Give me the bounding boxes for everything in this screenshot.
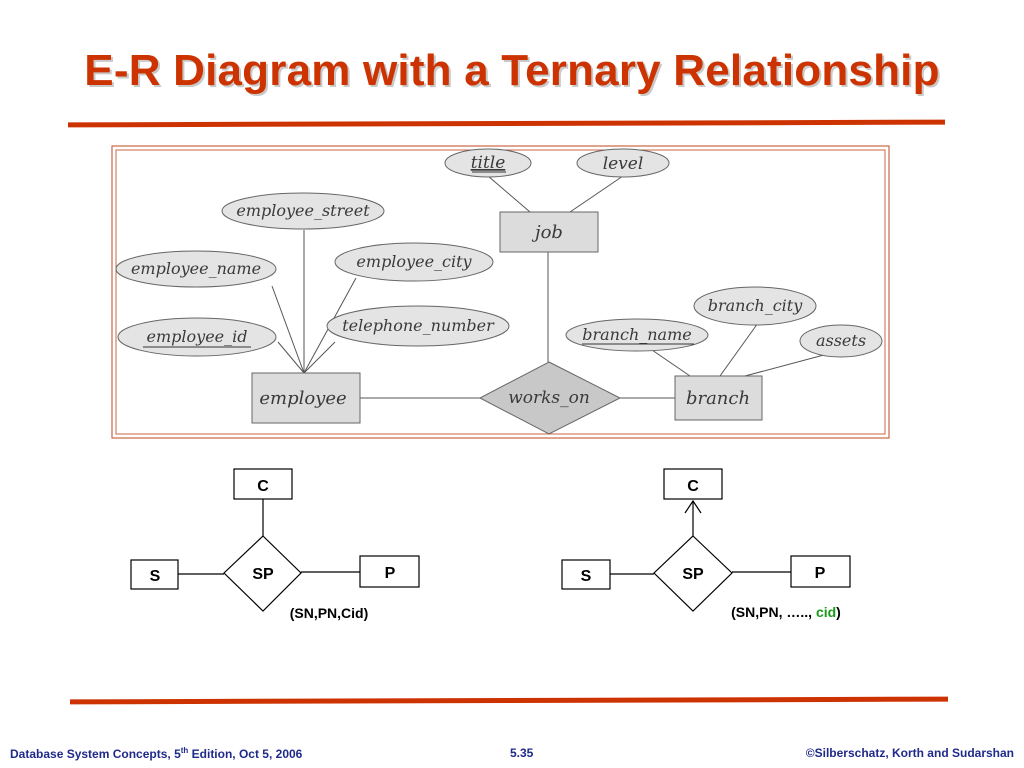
- attribute-title: title: [444, 148, 532, 178]
- attribute-telephone-number: telephone_number: [326, 305, 510, 347]
- entity-job-label: job: [531, 222, 563, 243]
- right-relationship-sp: SP: [653, 535, 733, 612]
- relationship-works-on-label: works_on: [508, 388, 590, 408]
- entity-branch-label: branch: [686, 388, 750, 409]
- left-relationship-sp-label: SP: [252, 566, 274, 583]
- er-diagram: job employee branch works_on title level…: [111, 145, 890, 439]
- attribute-branch-name: branch_name: [565, 318, 709, 352]
- attribute-employee-city: employee_city: [334, 242, 494, 282]
- attribute-title-label: title: [471, 153, 506, 173]
- right-box-p-label: P: [815, 565, 826, 582]
- slide-title: E-R Diagram with a Ternary Relationship: [84, 46, 940, 95]
- right-key-highlight: cid: [816, 604, 836, 620]
- entity-employee-label: employee: [259, 388, 346, 409]
- left-key-label: (SN,PN,Cid): [290, 605, 369, 621]
- attribute-level: level: [576, 148, 670, 178]
- attribute-assets: assets: [799, 324, 883, 358]
- left-box-p-label: P: [385, 565, 396, 582]
- er-connectors: [271, 175, 836, 399]
- right-key-suffix: ): [836, 604, 841, 620]
- attribute-employee-id: employee_id: [117, 317, 277, 357]
- left-box-p: P: [359, 555, 420, 588]
- left-box-c-label: C: [257, 478, 269, 495]
- attribute-branch-city-label: branch_city: [708, 296, 804, 315]
- attribute-employee-name: employee_name: [115, 250, 277, 288]
- attribute-employee-id-label: employee_id: [147, 327, 248, 346]
- relationship-works-on: works_on: [478, 361, 622, 435]
- footer-page-number: 5.35: [510, 746, 534, 760]
- right-diagram: C S P SP (SN,PN, ….., cid): [561, 468, 851, 620]
- left-diagram: C S P SP (SN,PN,Cid): [130, 468, 420, 621]
- right-arrowhead: [684, 499, 702, 514]
- footer-book-info: Database System Concepts, 5th Edition, O…: [10, 746, 302, 761]
- attribute-assets-label: assets: [816, 331, 866, 350]
- attribute-employee-street: employee_street: [221, 192, 385, 230]
- right-box-s: S: [561, 559, 611, 590]
- attribute-telephone-number-label: telephone_number: [342, 316, 495, 335]
- attribute-employee-city-label: employee_city: [356, 252, 472, 271]
- attribute-employee-street-label: employee_street: [236, 201, 370, 220]
- attribute-level-label: level: [603, 154, 644, 174]
- attribute-employee-name-label: employee_name: [131, 259, 261, 278]
- footer-book-rest: Edition, Oct 5, 2006: [188, 747, 303, 761]
- right-key-prefix: (SN,PN, …..,: [731, 604, 816, 620]
- left-box-s: S: [130, 559, 179, 590]
- left-box-c: C: [233, 468, 293, 500]
- footer-copyright: ©Silberschatz, Korth and Sudarshan: [805, 746, 1014, 760]
- right-key-label: (SN,PN, ….., cid): [731, 604, 841, 620]
- entity-job: job: [499, 211, 599, 253]
- footer-book: Database System Concepts, 5: [10, 747, 181, 761]
- attribute-branch-city: branch_city: [693, 286, 817, 326]
- footer-book-sup: th: [180, 746, 189, 755]
- right-relationship-sp-label: SP: [682, 566, 704, 583]
- entity-branch: branch: [674, 375, 763, 421]
- right-box-c-label: C: [687, 478, 699, 495]
- right-box-c: C: [663, 468, 723, 500]
- attribute-branch-name-label: branch_name: [582, 325, 691, 344]
- entity-employee: employee: [251, 372, 361, 424]
- right-box-p: P: [790, 555, 851, 588]
- left-relationship-sp: SP: [223, 535, 302, 612]
- right-box-s-label: S: [581, 568, 592, 585]
- left-box-s-label: S: [150, 568, 161, 585]
